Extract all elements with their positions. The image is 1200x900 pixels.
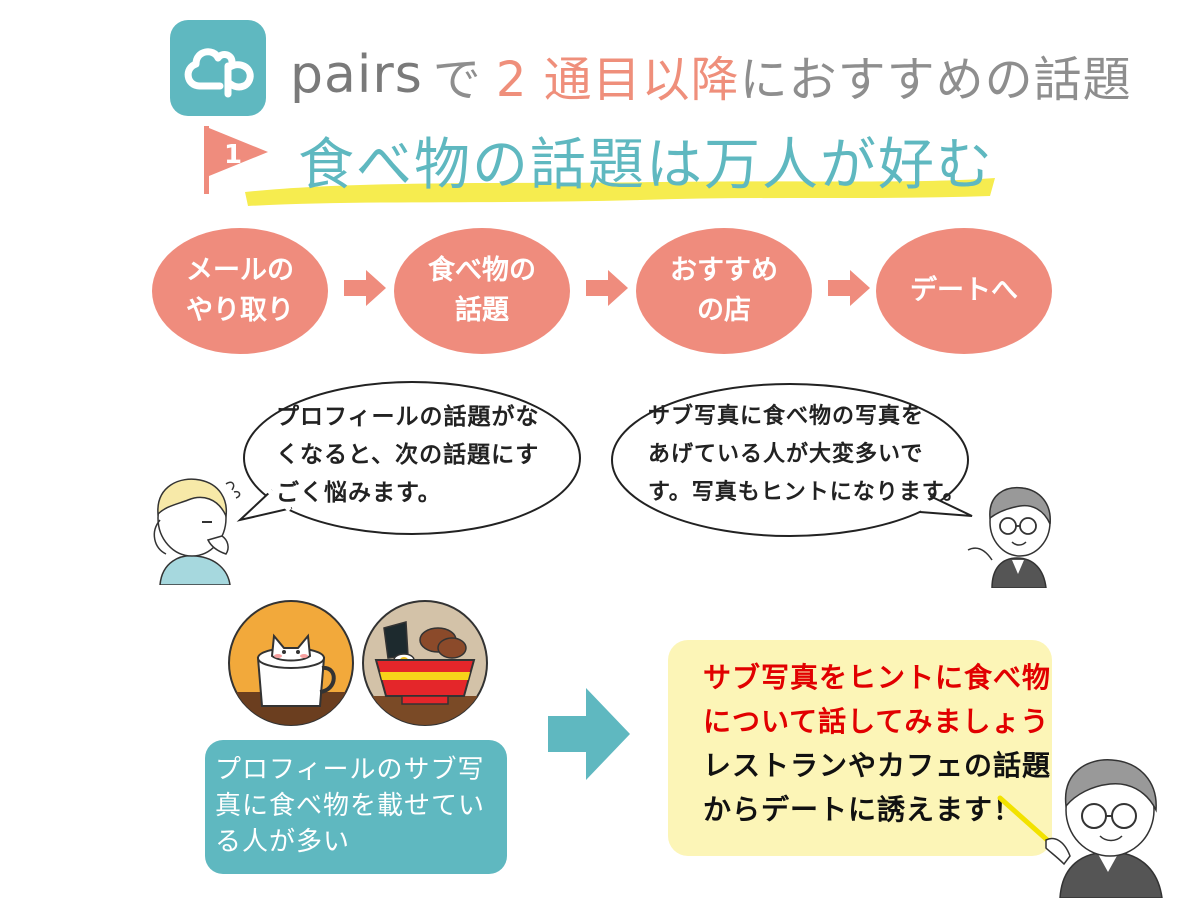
bubble-line: くなると、次の話題にす <box>276 442 540 468</box>
speech-bubbles <box>236 381 973 537</box>
note-line: プロフィールのサブ写 <box>215 755 485 785</box>
arrow-right-icon <box>586 270 628 306</box>
profile-note-text: プロフィールのサブ写 真に食べ物を載せてい る人が多い <box>215 752 505 860</box>
note-line-black: レストランやカフェの話題 <box>703 749 1052 782</box>
yellow-highlight <box>245 178 995 206</box>
section-number: 1 <box>223 140 243 170</box>
step-food-topic: 食べ物の話題 <box>394 228 570 354</box>
profile-note-box <box>205 740 507 874</box>
step-line: 話題 <box>455 295 509 326</box>
note-line-red: について話してみましょう <box>703 705 1050 738</box>
man-glasses-icon <box>967 486 1051 588</box>
arrow-right-icon <box>344 270 386 306</box>
step-line: メールの <box>186 255 294 286</box>
page-title: pairs で 2 通目以降 におすすめの話題 <box>290 40 1132 110</box>
step-line: 食べ物の <box>428 255 536 286</box>
brand-name: pairs <box>290 45 423 105</box>
bubble-line: あげている人が大変多いで <box>648 442 924 467</box>
advice-note-text: サブ写真をヒントに食べ物 について話してみましょう レストランやカフェの話題 か… <box>703 656 1053 832</box>
coffee-cup-icon <box>228 600 354 726</box>
arrow-right-icon <box>828 270 870 306</box>
title-rest: におすすめの話題 <box>739 52 1132 108</box>
advice-note-box <box>668 640 1052 856</box>
step-mail-exchange: メールのやり取り <box>152 228 328 354</box>
title-particle: で <box>432 52 482 108</box>
step-line: やり取り <box>186 295 294 326</box>
title-accent: 2 通目以降 <box>495 52 740 108</box>
pairs-logo-icon <box>170 20 266 116</box>
step-date: デートへ <box>876 228 1052 354</box>
arrow-right-icon <box>548 688 630 780</box>
step-recommended-shop: おすすめの店 <box>636 228 812 354</box>
note-line: る人が多い <box>215 827 351 857</box>
note-line-black: からデートに誘えます！ <box>703 793 1023 826</box>
bubble-line: プロフィールの話題がな <box>276 404 540 430</box>
step-line: おすすめ <box>670 255 778 286</box>
bubble-line: す。写真もヒントになります。 <box>648 480 966 505</box>
note-line: 真に食べ物を載せてい <box>215 791 486 821</box>
note-line-red: サブ写真をヒントに食べ物 <box>703 661 1052 694</box>
section-title: 食べ物の話題は万人が好む <box>298 133 994 198</box>
bubble-line: ごく悩みます。 <box>276 480 442 506</box>
step-line: の店 <box>697 295 751 326</box>
ramen-bowl-icon <box>362 600 488 726</box>
bubble-line: サブ写真に食べ物の写真を <box>648 404 925 429</box>
woman-thinking-icon <box>153 478 241 585</box>
bubble-right-text: サブ写真に食べ物の写真を あげている人が大変多いで す。写真もヒントになります。 <box>648 398 968 512</box>
flag-icon <box>204 126 268 194</box>
step-line: デートへ <box>910 275 1018 306</box>
man-glasses-icon <box>997 759 1163 898</box>
bubble-left-text: プロフィールの話題がな くなると、次の話題にす ごく悩みます。 <box>276 398 566 512</box>
